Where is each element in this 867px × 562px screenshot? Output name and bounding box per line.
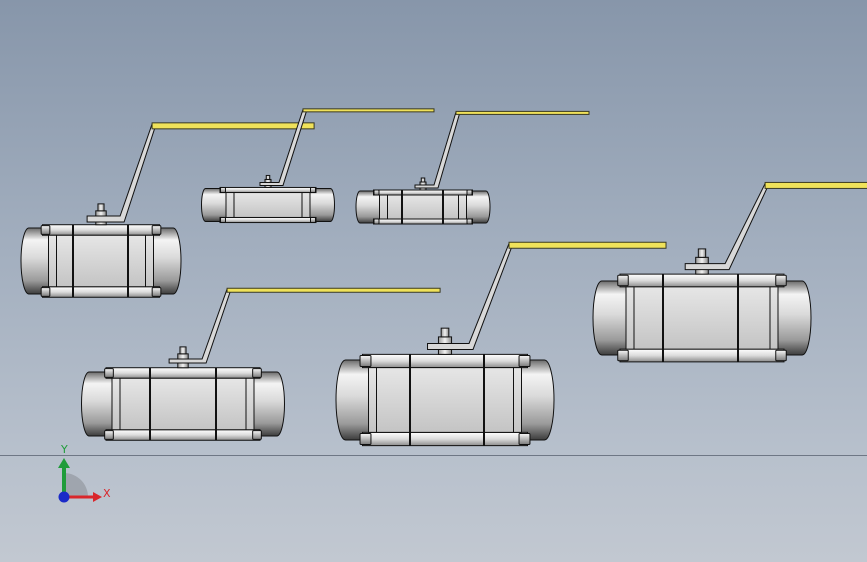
triad-arc xyxy=(64,473,88,497)
bolt-nut xyxy=(252,430,262,440)
handle-grip xyxy=(302,108,435,113)
bolt-nut xyxy=(617,349,629,362)
coordinate-triad: Y X xyxy=(58,443,111,503)
bolt-nut xyxy=(373,189,380,196)
handle-lever-arm xyxy=(684,183,770,271)
handle-lever-arm xyxy=(414,111,461,189)
triad-x-arrowhead xyxy=(93,492,102,502)
handle-lever-arm xyxy=(259,108,308,186)
flange-ring-top xyxy=(42,224,160,236)
flange-ring-top xyxy=(373,189,473,196)
valve-5 xyxy=(335,241,667,447)
valve-1 xyxy=(20,122,315,298)
flange-ring-top xyxy=(362,353,528,369)
bolt-nut xyxy=(518,355,531,367)
bolt-nut xyxy=(359,355,372,367)
bolt-nut xyxy=(151,225,162,235)
valves-layer xyxy=(20,108,867,447)
flange-ring-bottom xyxy=(619,348,785,363)
bolt-nut xyxy=(252,368,262,378)
flange-ring-bottom xyxy=(105,429,261,441)
bolt-nut xyxy=(775,274,787,287)
triad-y-arrowhead xyxy=(58,458,70,468)
handle-grip xyxy=(764,181,867,189)
triad-x-label: X xyxy=(103,487,111,500)
flange-ring-bottom xyxy=(373,218,473,225)
valve-body xyxy=(368,367,522,433)
flange-ring-top xyxy=(105,367,261,379)
flange-ring-bottom xyxy=(362,431,528,447)
bolt-nut xyxy=(518,433,531,445)
bolt-nut xyxy=(220,217,226,223)
stem xyxy=(179,346,187,355)
handle-grip xyxy=(508,241,667,249)
handle-lever-arm xyxy=(427,242,514,350)
bolt-nut xyxy=(466,218,473,225)
valve-body xyxy=(111,377,255,431)
handle-grip xyxy=(455,110,590,115)
handle-grip xyxy=(226,287,441,293)
flange-ring-bottom xyxy=(219,216,317,224)
bolt-nut xyxy=(151,287,162,297)
valve-body xyxy=(225,192,311,218)
valve-2 xyxy=(201,108,435,224)
bolt-nut xyxy=(40,287,51,297)
handle-grip xyxy=(151,122,315,130)
bolt-nut xyxy=(775,349,787,362)
stem xyxy=(697,248,707,258)
stem xyxy=(97,203,105,212)
handle-lever-arm xyxy=(168,288,232,364)
flange-ring-top xyxy=(619,273,785,288)
flange-ring-bottom xyxy=(42,286,160,298)
bolt-nut xyxy=(104,430,114,440)
valve-3 xyxy=(355,110,590,225)
valve-body xyxy=(625,286,779,350)
stem xyxy=(420,177,426,183)
valve-6 xyxy=(592,181,867,363)
bolt-nut xyxy=(220,187,226,193)
valve-body xyxy=(48,234,154,288)
triad-z-axis xyxy=(58,491,70,503)
handle-lever-arm xyxy=(86,123,157,223)
bolt-nut xyxy=(40,225,51,235)
ground-plane-line xyxy=(0,455,867,456)
bolt-nut xyxy=(373,218,380,225)
bolt-nut xyxy=(310,217,316,223)
bolt-nut xyxy=(359,433,372,445)
stem xyxy=(265,174,271,180)
flange-ring-top xyxy=(219,186,317,194)
stem xyxy=(440,327,450,338)
bolt-nut xyxy=(104,368,114,378)
bolt-nut xyxy=(310,187,316,193)
valve-4 xyxy=(81,287,441,441)
valve-body xyxy=(379,194,467,220)
bolt-nut xyxy=(466,189,473,196)
triad-y-label: Y xyxy=(60,443,68,456)
bolt-nut xyxy=(617,274,629,287)
